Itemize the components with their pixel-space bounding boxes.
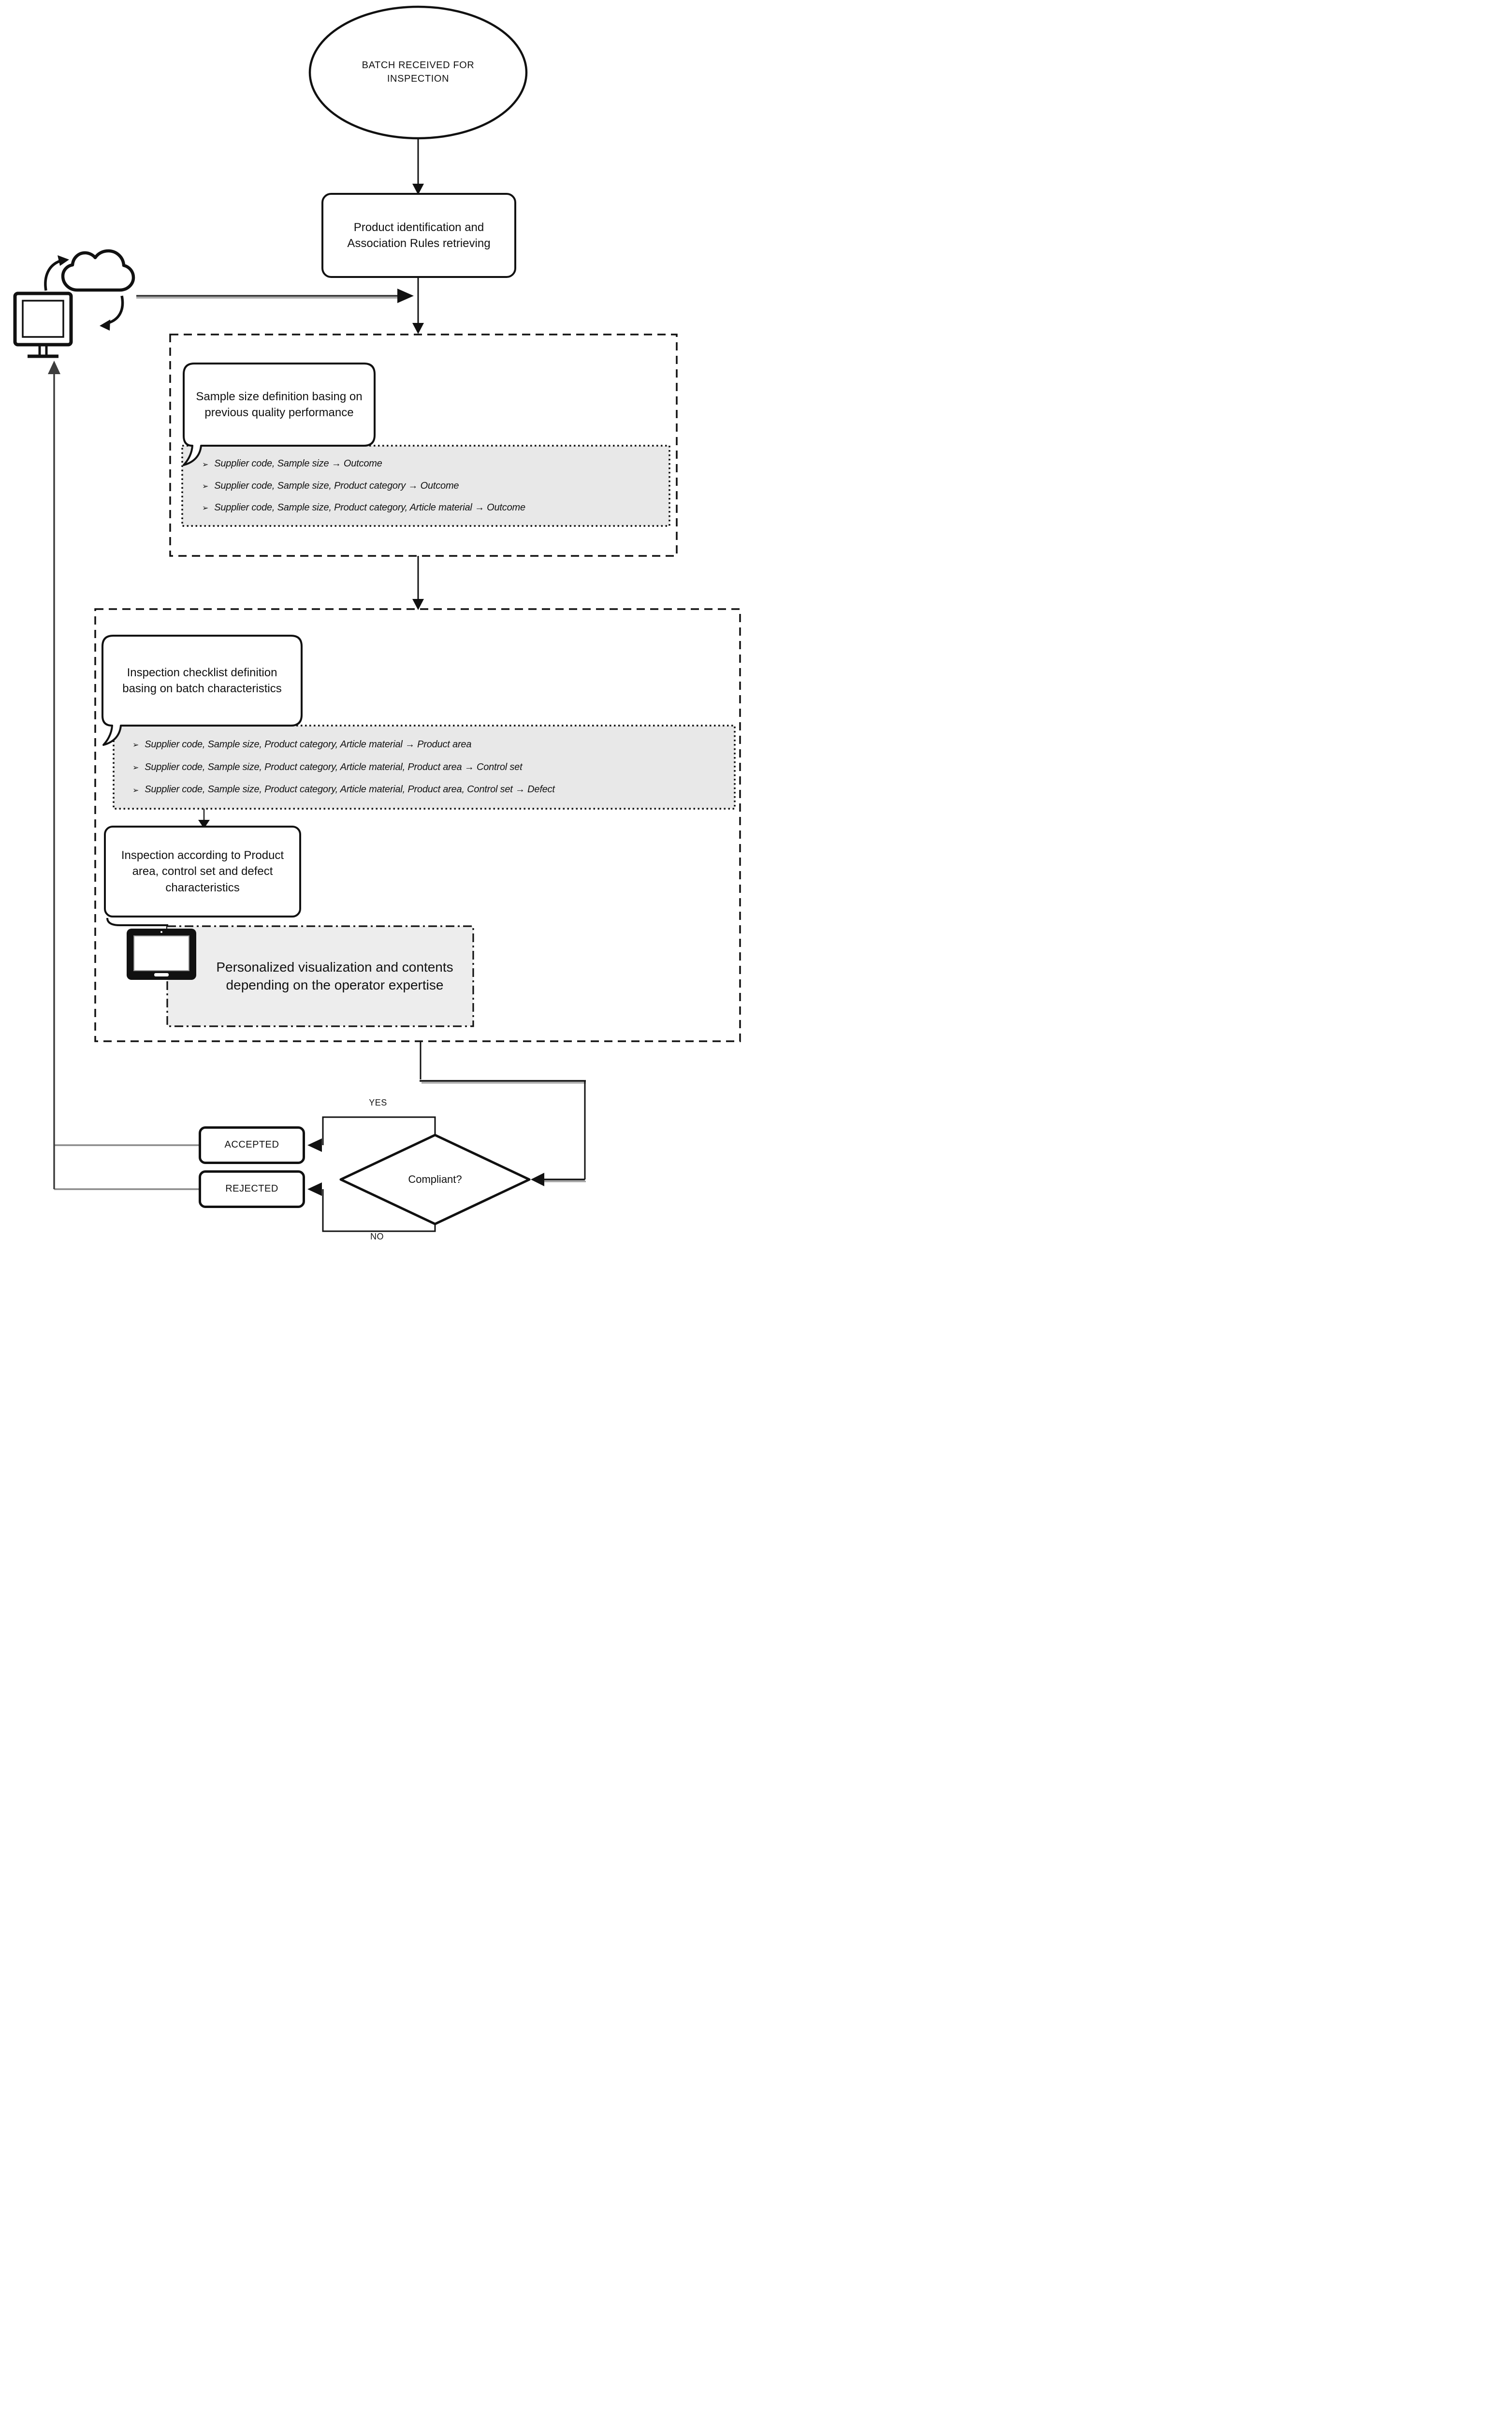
sample-size-rules-box [181,445,670,527]
checklist-rules-box [113,725,736,810]
cloud-sync-icon [44,249,135,331]
personalization-label: Personalized visualization and contents … [216,960,453,992]
rule-item: ➢ Supplier code, Sample size, Product ca… [132,784,733,795]
start-label: BATCH RECEIVED FOR INSPECTION [362,60,475,84]
monitor-icon [13,291,73,358]
rule-text: Supplier code, Sample size, Product cate… [145,784,555,795]
sample-size-rules-list: ➢ Supplier code, Sample size → Outcome ➢… [192,448,669,524]
rule-item: ➢ Supplier code, Sample size, Product ca… [202,502,669,513]
no-branch-connector [307,1182,436,1232]
rule-text: Supplier code, Sample size, Product cate… [145,761,523,772]
sample-size-module-container [169,334,678,557]
feedback-connector [48,361,199,1190]
rejected-label: REJECTED [225,1183,278,1194]
checklist-callout-label: Inspection checklist definition basing o… [122,666,282,695]
rule-item: ➢ Supplier code, Sample size, Product ca… [132,739,733,750]
yes-branch-connector [307,1116,436,1152]
flowchart-canvas: BATCH RECEIVED FOR INSPECTION Product id… [0,0,756,1241]
arrow-start-to-product [412,138,424,195]
checklist-callout-shape [102,635,303,746]
yes-edge-label: YES [369,1097,387,1107]
rule-text: Supplier code, Sample size → Outcome [214,458,382,469]
arrow-product-to-container1 [412,278,424,334]
connector-container2-to-decision [420,1041,586,1186]
arrow-bullet-icon: ➢ [202,504,209,513]
rule-item: ➢ Supplier code, Sample size, Product ca… [202,480,669,492]
decision-diamond [339,1134,531,1225]
tablet-icon [127,929,196,980]
arrow-bullet-icon: ➢ [132,764,139,772]
flowchart-shapes-layer [13,5,741,1232]
arrow-bullet-icon: ➢ [202,482,209,491]
arrow-bullet-icon: ➢ [132,741,139,750]
arrow-rules-to-inspection [198,809,210,829]
checklist-module-container [94,608,741,1042]
sample-size-callout-label: Sample size definition basing on previou… [196,390,363,419]
rule-text: Supplier code, Sample size, Product cate… [214,502,525,513]
personalization-box [166,925,474,1027]
rule-text: Supplier code, Sample size, Product cate… [214,480,459,491]
sample-size-callout-shape [183,363,376,466]
decision-label: Compliant? [408,1173,462,1185]
arrow-cloud-to-flow [136,289,414,303]
rule-text: Supplier code, Sample size, Product cate… [145,739,472,750]
arrow-bullet-icon: ➢ [132,786,139,795]
accepted-label: ACCEPTED [224,1139,279,1150]
rule-item: ➢ Supplier code, Sample size → Outcome [202,458,669,469]
checklist-rules-list: ➢ Supplier code, Sample size, Product ca… [124,728,733,807]
connector-inspection-to-tablet [106,917,168,931]
inspection-node: Inspection according to Product area, co… [104,826,301,917]
rule-item: ➢ Supplier code, Sample size, Product ca… [132,762,733,773]
arrow-bullet-icon: ➢ [202,460,209,469]
no-edge-label: NO [370,1231,384,1241]
rejected-node: REJECTED [199,1170,305,1208]
arrow-container1-to-container2 [412,556,424,610]
accepted-node: ACCEPTED [199,1126,305,1164]
product-identification-label: Product identification and Association R… [347,220,491,250]
product-identification-node: Product identification and Association R… [321,193,516,278]
inspection-label: Inspection according to Product area, co… [121,849,284,894]
